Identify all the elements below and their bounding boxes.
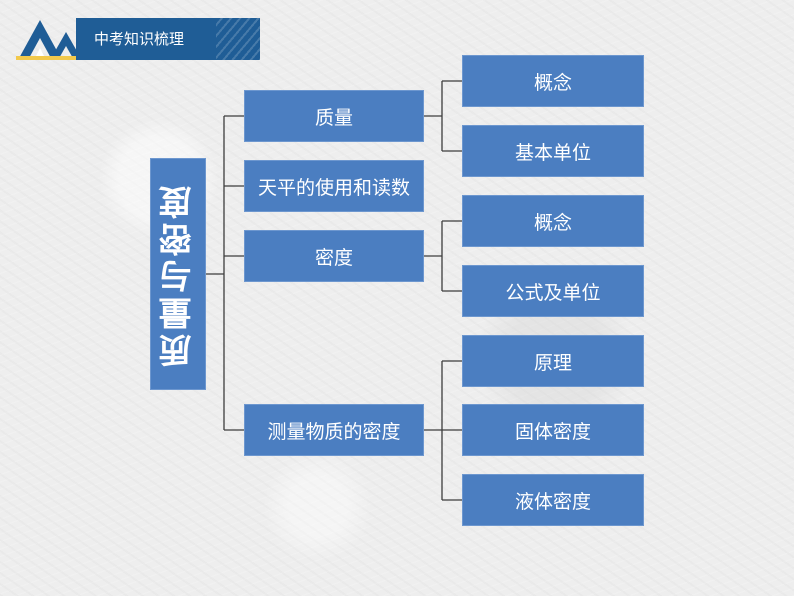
header-band [76, 18, 260, 60]
branch-mass: 质量 [244, 90, 424, 142]
leaf-mass-concept: 概念 [462, 55, 644, 107]
leaf-principle: 原理 [462, 335, 644, 387]
branch-measure-density: 测量物质的密度 [244, 404, 424, 456]
leaf-density-formula: 公式及单位 [462, 265, 644, 317]
root-node: 质量与密度 [150, 158, 206, 390]
header-title: 中考知识梳理 [94, 30, 185, 48]
branch-density: 密度 [244, 230, 424, 282]
root-label: 质量与密度 [158, 181, 197, 367]
leaf-liquid-density: 液体密度 [462, 474, 644, 526]
leaf-density-concept: 概念 [462, 195, 644, 247]
leaf-mass-unit: 基本单位 [462, 125, 644, 177]
section-header: 中考知识梳理 [16, 18, 260, 60]
leaf-solid-density: 固体密度 [462, 404, 644, 456]
branch-balance: 天平的使用和读数 [244, 160, 424, 212]
mountain-logo-icon [16, 20, 86, 60]
